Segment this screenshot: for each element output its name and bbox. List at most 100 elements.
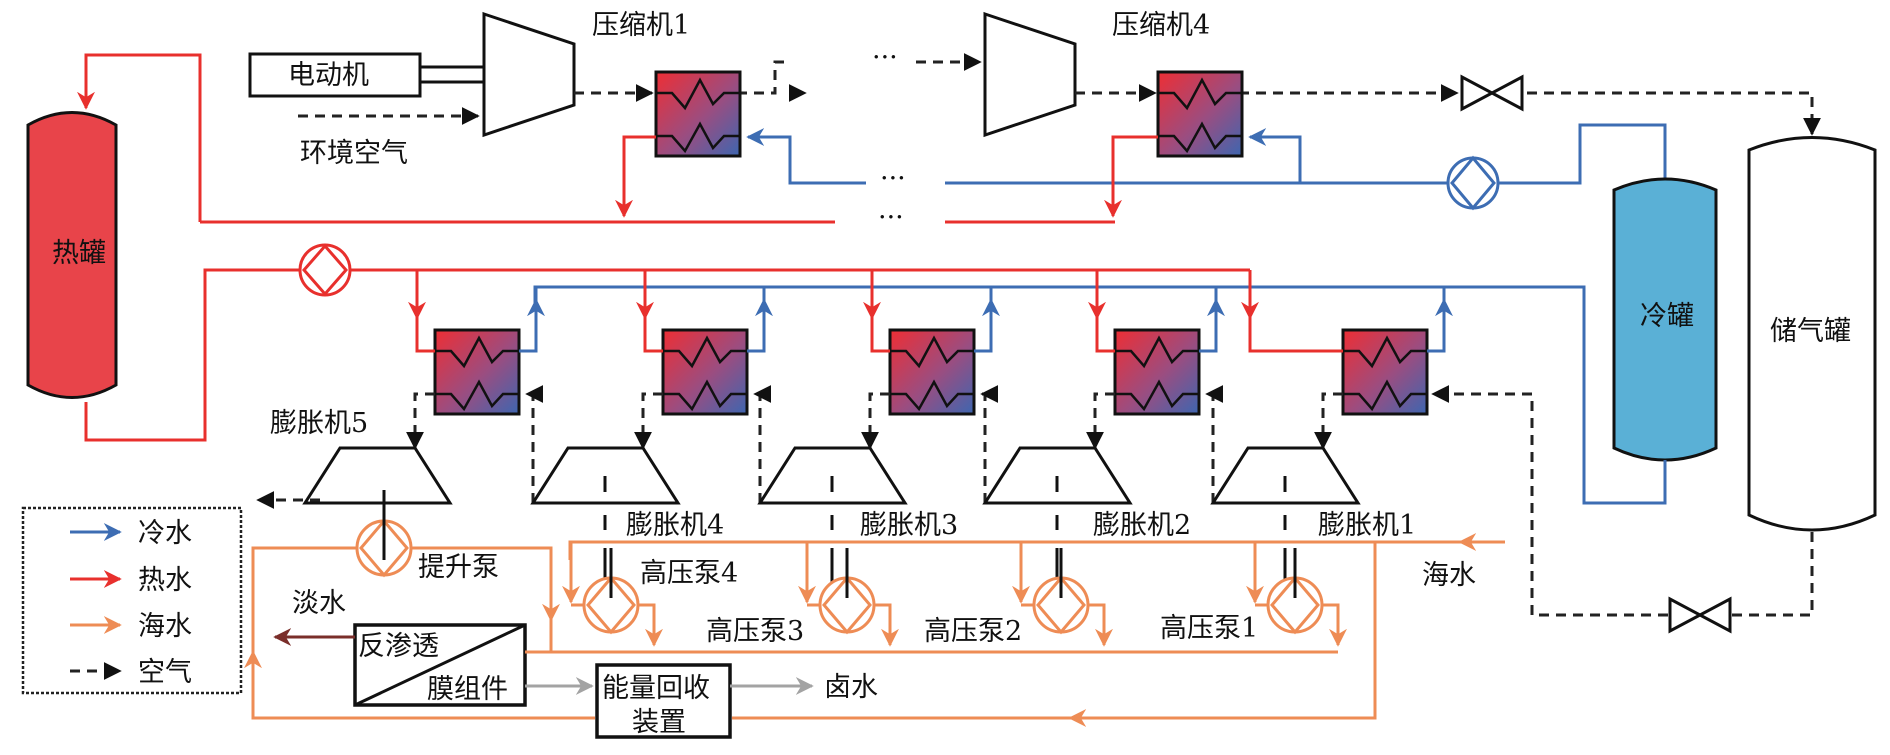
- expander-stage-5: [302, 270, 545, 505]
- hp-pump-4: [562, 542, 663, 647]
- intercooler-4: [1156, 70, 1244, 158]
- erd-label-2: 装置: [632, 707, 686, 738]
- legend-hot-water-label: 热水: [138, 565, 192, 596]
- expander-5: [302, 446, 453, 505]
- hp-pump-1: [1246, 542, 1347, 647]
- fresh-water-label: 淡水: [292, 588, 346, 619]
- air-to-expander-5: [406, 392, 435, 450]
- hot-branch-5: [415, 270, 435, 353]
- hot-supply-line: [84, 268, 300, 442]
- throttle-valve-bottom: [1668, 596, 1732, 634]
- seawater-inlet-label: 海水: [1422, 560, 1476, 591]
- compressor-4: [983, 11, 1077, 138]
- cold-line-from-tank: [1498, 123, 1667, 185]
- air-line-hx1-out: [720, 60, 790, 95]
- cold-line-to-ic1: [746, 128, 866, 185]
- air-to-hx-3: [980, 385, 999, 503]
- expander-1-label: 膨胀机1: [1318, 510, 1416, 541]
- air-to-expander-2: [1086, 392, 1115, 450]
- hot-branch-3: [870, 270, 890, 353]
- expander-5-label: 膨胀机5: [270, 408, 368, 439]
- hp-pump-3-label: 高压泵3: [706, 616, 804, 647]
- ro-membrane-module: 反渗透 膜组件: [353, 623, 527, 707]
- air-to-expander-4: [634, 392, 663, 450]
- hp-pump-out-1: [1322, 603, 1347, 647]
- air-line-to-hx-e1: [1431, 385, 1668, 617]
- hot-branch-4: [643, 270, 663, 353]
- air-line-storage-out: [1727, 532, 1814, 617]
- erd-label-1: 能量回收: [602, 673, 710, 704]
- hot-line-ellipsis: ···: [878, 202, 904, 233]
- air-line-ellipsis: ···: [872, 42, 898, 73]
- expander-stages: [302, 270, 1453, 598]
- cold-line-to-ic4: [1248, 128, 1302, 183]
- hot-tank: 热罐: [26, 111, 118, 399]
- hp-pump-out-3: [874, 603, 899, 647]
- legend-cold-water-label: 冷水: [138, 518, 192, 549]
- cold-tank-label: 冷罐: [1640, 301, 1694, 332]
- air-to-hx-5: [525, 385, 544, 503]
- energy-recovery-device: 能量回收 装置: [595, 663, 732, 739]
- air-to-hx-4: [753, 385, 772, 503]
- hp-pump-2-label: 高压泵2: [924, 616, 1022, 647]
- throttle-valve-top: [1460, 74, 1524, 112]
- compressor-1: [482, 11, 576, 138]
- legend-air-label: 空气: [138, 657, 192, 688]
- seawater-return-line: [244, 650, 595, 720]
- expander-2: [982, 446, 1133, 505]
- reheater-hx-4: [661, 328, 749, 416]
- cold-return-line: [1380, 285, 1667, 505]
- reheater-hx-1: [1341, 328, 1429, 416]
- cold-branch-2: [1199, 287, 1218, 353]
- ambient-air-label: 环境空气: [300, 138, 408, 169]
- cold-tank: 冷罐: [1612, 177, 1718, 462]
- expander-4-label: 膨胀机4: [626, 510, 724, 541]
- air-line-to-storage: [1527, 91, 1821, 136]
- ro-label-2: 膜组件: [427, 674, 508, 705]
- hot-line-from-ic1: [615, 135, 656, 218]
- cold-branch-5: [519, 287, 538, 353]
- hp-pump-out-2: [1088, 603, 1113, 647]
- lift-pump-outlet: [411, 546, 560, 622]
- air-to-expander-1: [1314, 392, 1343, 450]
- air-to-expander-3: [861, 392, 890, 450]
- hot-tank-label: 热罐: [52, 238, 106, 269]
- hp-pump-2: [1012, 542, 1113, 647]
- lift-pump-label: 提升泵: [418, 552, 499, 583]
- legend: 冷水 热水 海水 空气: [21, 506, 243, 695]
- expander-stage-3: [757, 270, 1000, 598]
- cold-branch-1: [1427, 287, 1446, 353]
- air-storage-tank-label: 储气罐: [1770, 316, 1851, 347]
- brine-label: 卤水: [824, 672, 878, 703]
- hot-return-line: [77, 53, 202, 222]
- hot-branch-2: [1095, 270, 1115, 353]
- expander-stage-1: [1210, 270, 1453, 598]
- reheater-hx-2: [1113, 328, 1201, 416]
- expander-4: [530, 446, 681, 505]
- hp-pump-3: [798, 542, 899, 647]
- hp-pump-1-label: 高压泵1: [1160, 613, 1258, 644]
- hot-line-from-ic4: [1104, 135, 1158, 218]
- seawater-to-lift-pump: [251, 546, 358, 652]
- hot-water-pump: [298, 243, 352, 297]
- expander-1: [1210, 446, 1361, 505]
- compressor-1-label: 压缩机1: [592, 10, 690, 41]
- reheater-hx-3: [888, 328, 976, 416]
- expander-3-label: 膨胀机3: [860, 510, 958, 541]
- expander-3: [757, 446, 908, 505]
- intercooler-1: [654, 70, 742, 158]
- legend-seawater-label: 海水: [138, 611, 192, 642]
- expander-stage-4: [530, 270, 773, 598]
- expander-2-label: 膨胀机2: [1093, 510, 1191, 541]
- reheater-hx-5: [433, 328, 521, 416]
- air-to-hx-2: [1205, 385, 1224, 503]
- motor-label: 电动机: [288, 60, 369, 91]
- ro-label-1: 反渗透: [358, 631, 439, 662]
- hp-pump-4-label: 高压泵4: [640, 558, 738, 589]
- compressor-4-label: 压缩机4: [1112, 10, 1210, 41]
- seawater-bypass-line: [1130, 542, 1377, 720]
- hot-branch-1: [1248, 270, 1343, 353]
- expander-stage-2: [982, 270, 1225, 598]
- air-storage-tank: 储气罐: [1747, 136, 1877, 532]
